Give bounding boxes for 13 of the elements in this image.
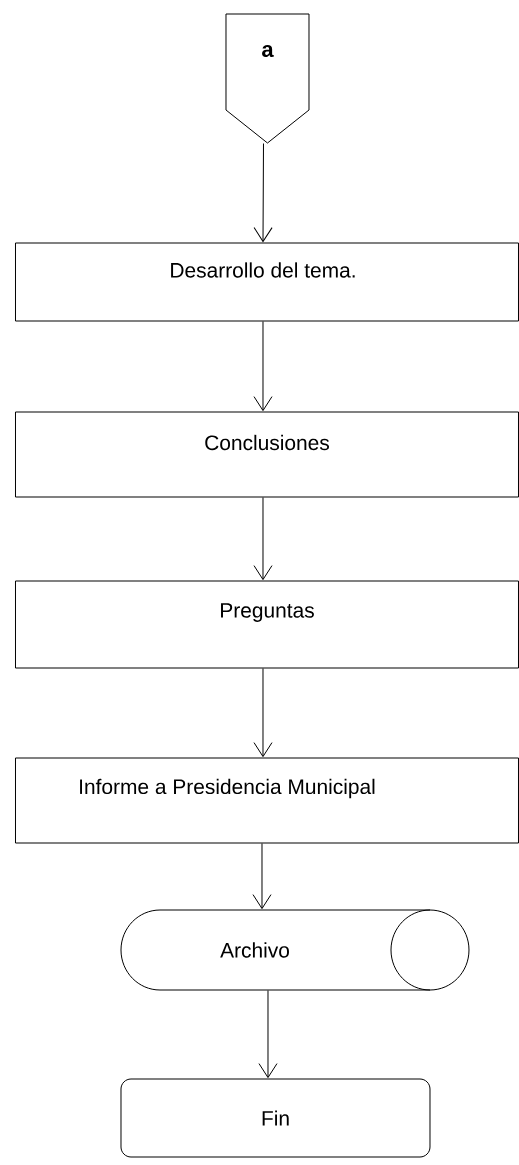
arrow xyxy=(253,143,273,243)
arrow xyxy=(253,321,273,412)
process-box: Desarrollo del tema. xyxy=(15,242,519,322)
arrow xyxy=(258,990,278,1079)
off-page-connector: a xyxy=(225,13,310,144)
process-box: Conclusiones xyxy=(15,411,519,498)
arrow xyxy=(253,497,273,581)
arrow xyxy=(253,668,273,758)
arrow xyxy=(252,843,272,910)
process-box: Preguntas xyxy=(15,580,519,669)
process-box: Informe a Presidencia Municipal xyxy=(15,757,519,844)
node-label: Archivo xyxy=(220,942,289,958)
terminal-box: Fin xyxy=(120,1078,431,1158)
